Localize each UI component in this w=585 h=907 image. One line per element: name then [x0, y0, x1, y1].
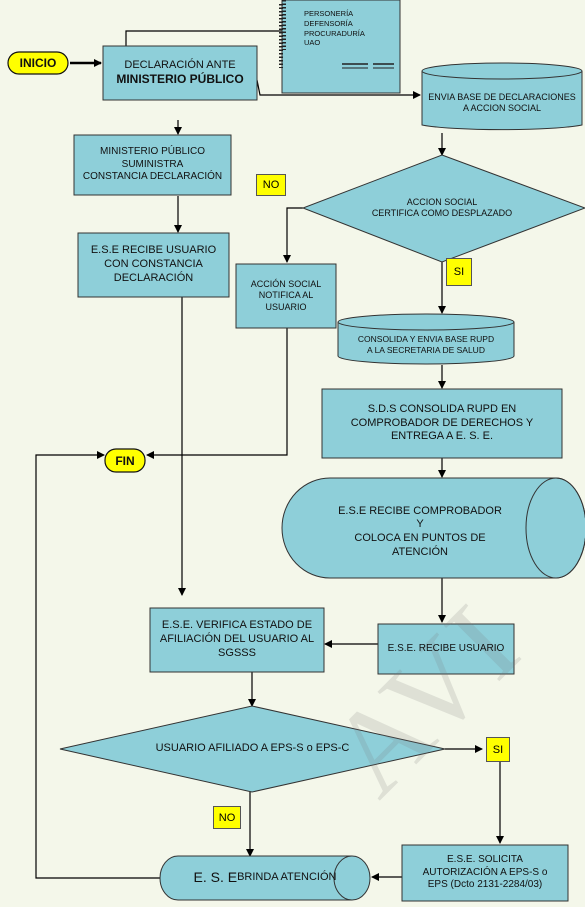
ese-brinda-big: E. S. E [193, 869, 238, 886]
ese-verifica-text: E.S.E. VERIFICA ESTADO DE AFILIACIÓN DEL… [159, 619, 315, 659]
ese-brinda-atencion-shape [159, 855, 371, 901]
ministerio-suministra-box [73, 134, 232, 196]
accion-social-certifica-text: ACCION SOCIAL CERTIFICA COMO DESPLAZADO [371, 196, 513, 218]
ese-recibe-comprobador-shape [281, 477, 585, 579]
ese-recibe-usuario-text: E.S.E. RECIBE USUARIO [387, 642, 505, 654]
ese-recibe-constancia-text: E.S.E RECIBE USUARIO CON CONSTANCIA DECL… [90, 244, 217, 284]
ese-brinda-small: BRINDA ATENCIÓN [237, 871, 337, 884]
declaracion-box [102, 45, 258, 101]
ese-brinda-atencion-text: E. S. E BRINDA ATENCIÓN [170, 856, 360, 900]
ese-solicita-text: E.S.E. SOLICITA AUTORIZACIÓN A EPS-S o E… [422, 854, 548, 891]
declaracion-line-2: MINISTERIO PÚBLICO [116, 72, 244, 87]
fin-label: FIN [115, 453, 135, 468]
inicio-label: INICIO [19, 56, 57, 70]
arrow-certifica-no-to-notifica [283, 207, 303, 263]
inicio-terminal [7, 51, 69, 75]
ministerio-suministra-text: MINISTERIO PÚBLICO SUMINISTRA CONSTANCIA… [82, 146, 223, 183]
consolida-envia-cylinder [337, 313, 515, 365]
arrow-brinda-to-fin [35, 451, 160, 879]
ese-verifica-box [149, 607, 325, 673]
doc-line: DEFENSORÍA [304, 18, 353, 28]
doc-line: PROCURADURÍA [304, 28, 365, 38]
accion-social-notifica-box [235, 263, 337, 329]
accion-social-certifica-diamond [301, 154, 585, 263]
ese-recibe-constancia-box [77, 232, 230, 298]
usuario-afiliado-text: USUARIO AFILIADO A EPS-S o EPS-C [155, 742, 350, 755]
sds-consolida-text: S.D.S CONSOLIDA RUPD EN COMPROBADOR DE D… [350, 402, 534, 443]
usuario-afiliado-diamond [59, 705, 446, 793]
no-label-afiliado: NO [213, 806, 241, 829]
arrow-declaracion-to-envia [256, 79, 421, 99]
ese-recibe-usuario-box [377, 623, 515, 675]
si-label-certifica: SI [446, 258, 472, 286]
ese-solicita-box [401, 844, 569, 902]
accion-social-notifica-text: ACCIÓN SOCIAL NOTIFICA AL USUARIO [250, 279, 322, 312]
ese-recibe-comprobador-text: E.S.E RECIBE COMPROBADOR Y COLOCA EN PUN… [338, 504, 502, 558]
declaracion-text: DECLARACIÓN ANTE MINISTERIO PÚBLICO [103, 46, 257, 100]
document-shape [279, 0, 401, 94]
document-text: PERSONERÍA DEFENSORÍA PROCURADURÍA UAO [304, 9, 365, 48]
consolida-envia-text: CONSOLIDA Y ENVIA BASE RUPD A LA SECRETA… [357, 334, 495, 355]
si-label-afiliado: SI [486, 737, 510, 762]
arrow-notifica-to-fin [146, 328, 288, 459]
fin-terminal [104, 448, 146, 473]
sds-consolida-box [321, 388, 563, 459]
no-label-certifica: NO [256, 174, 286, 196]
declaracion-line-1: DECLARACIÓN ANTE [124, 58, 236, 71]
line-declaracion-to-doc [125, 30, 282, 46]
doc-line: PERSONERÍA [304, 9, 354, 18]
envia-base-cylinder [421, 62, 583, 131]
envia-base-text: ENVIA BASE DE DECLARACIONES A ACCION SOC… [428, 91, 576, 113]
doc-line: UAO [304, 38, 321, 48]
connectors [35, 30, 504, 881]
